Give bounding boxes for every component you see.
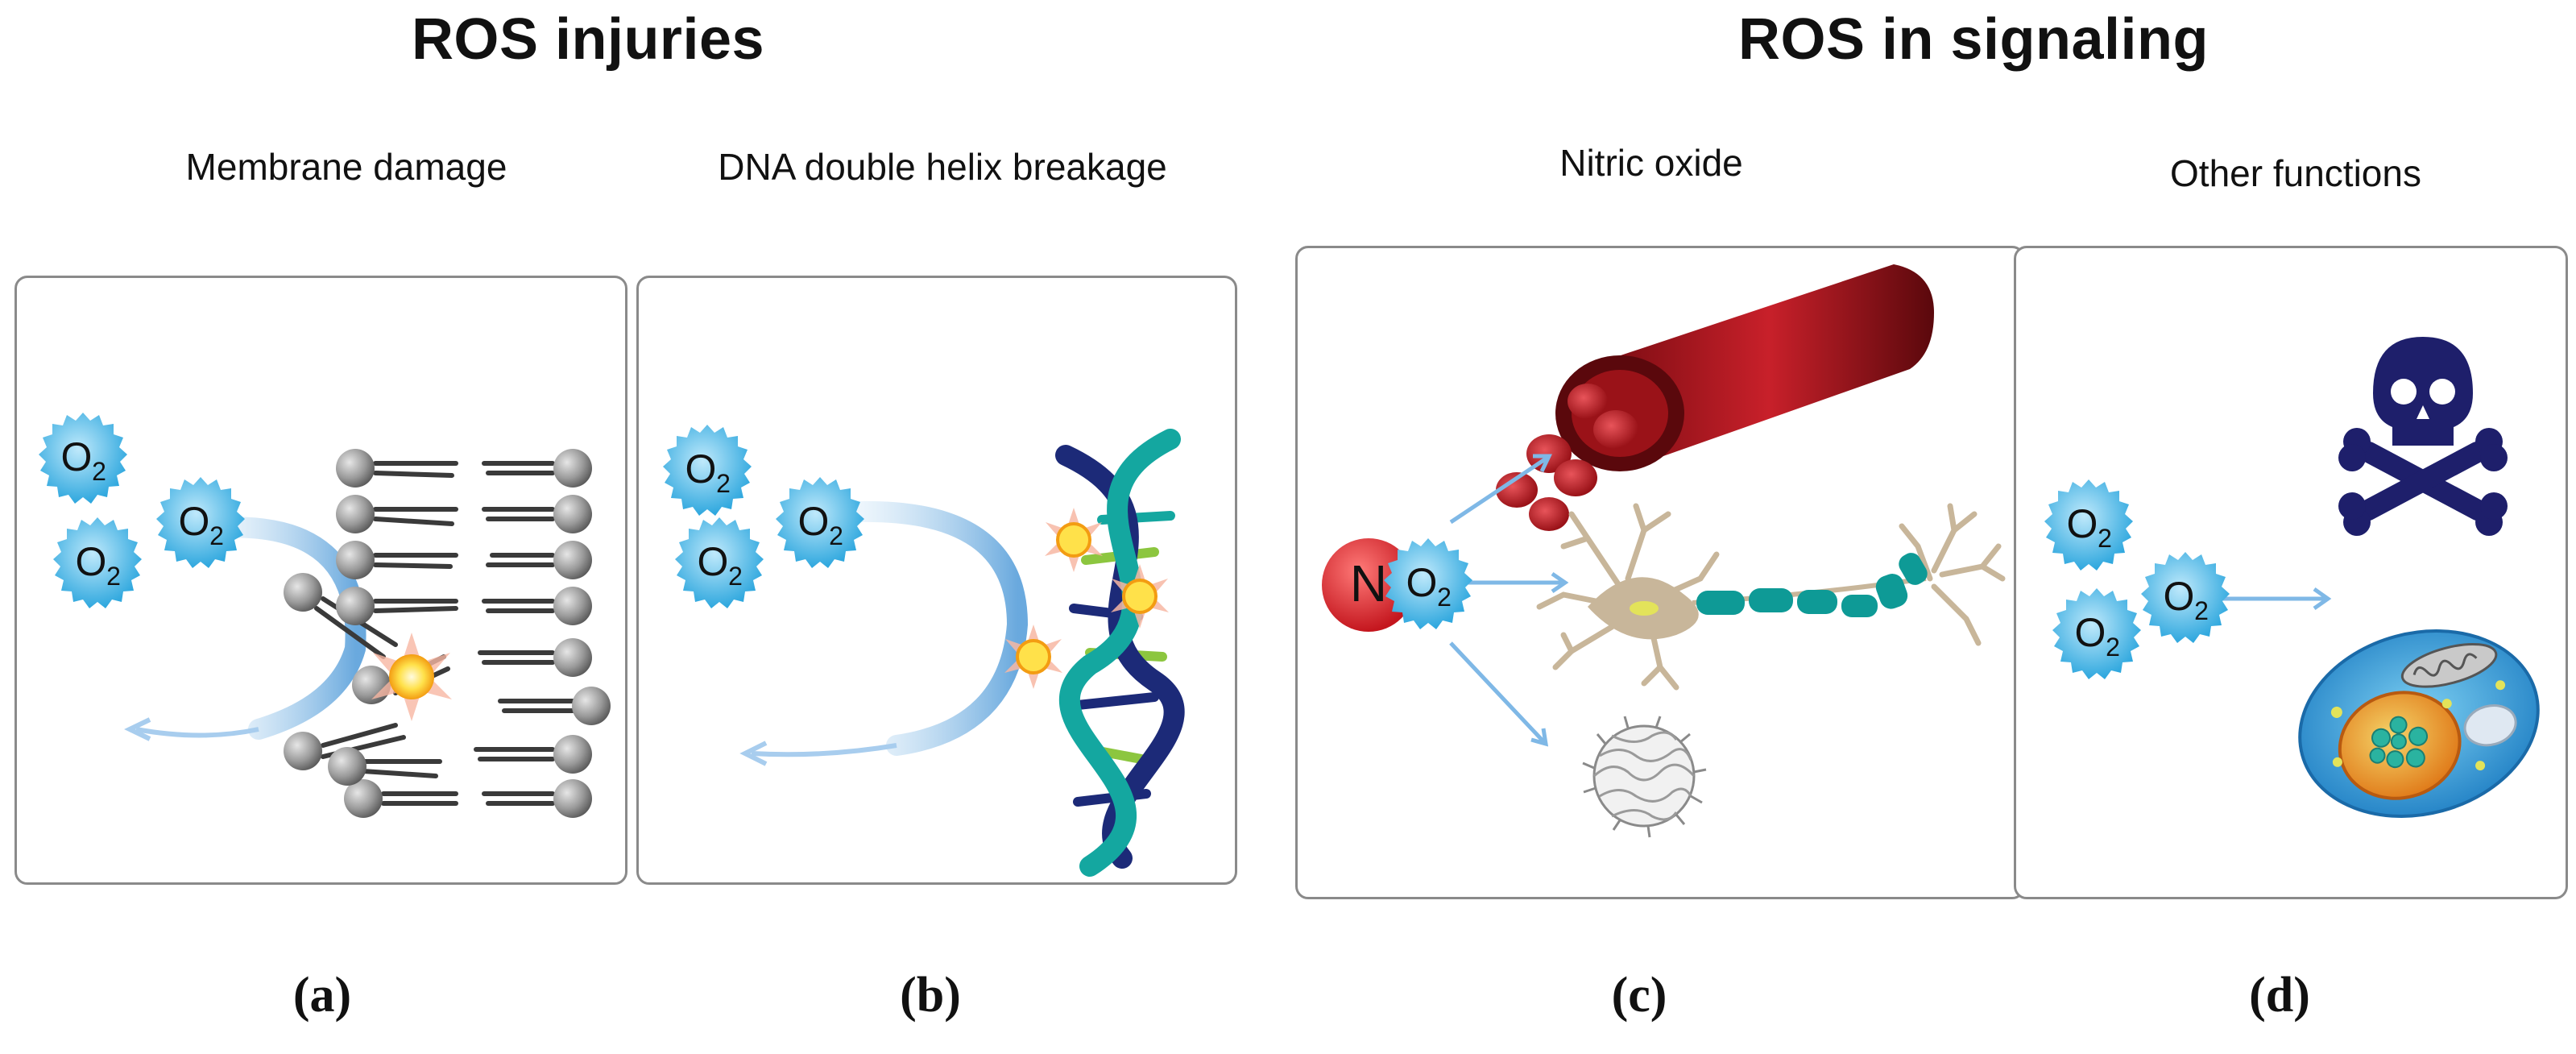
ros-trajectory-arrow bbox=[208, 517, 367, 740]
panel-b-subtitle: DNA double helix breakage bbox=[718, 146, 1167, 188]
lipid-bilayer bbox=[284, 449, 611, 818]
oxygen-molecule bbox=[53, 517, 142, 608]
ros-signaling-title: ROS in signaling bbox=[1737, 7, 2209, 72]
nitrogen-atom bbox=[1322, 538, 1415, 632]
myelin-sheath bbox=[1696, 553, 1928, 617]
nitric-oxide-molecule: N bbox=[1322, 538, 1415, 632]
oxygen-molecule bbox=[776, 477, 864, 568]
oxygen-molecule bbox=[663, 425, 752, 516]
panel-b-label: (b) bbox=[900, 968, 961, 1023]
panel-membrane-damage bbox=[14, 276, 627, 885]
oxidation-burst bbox=[371, 633, 452, 721]
panel-c-label: (c) bbox=[1611, 968, 1667, 1023]
signal-arrows bbox=[1449, 454, 1569, 747]
ros-trajectory-arrow bbox=[846, 500, 1029, 756]
panel-d-subtitle: Other functions bbox=[2170, 152, 2421, 194]
chromatin bbox=[2369, 716, 2429, 769]
dna-breakage-illustration bbox=[663, 425, 1185, 877]
oxidation-burst bbox=[1111, 564, 1169, 629]
other-functions-illustration bbox=[2044, 337, 2540, 818]
blood-vessel bbox=[1496, 264, 1934, 531]
dna-double-helix bbox=[1055, 429, 1185, 877]
nitrogen-symbol: N bbox=[1350, 554, 1387, 612]
signal-arrow bbox=[2209, 587, 2332, 611]
panel-dna-breakage bbox=[636, 276, 1237, 885]
neuron bbox=[1536, 503, 2006, 691]
nucleus bbox=[1630, 601, 1659, 616]
panel-a-label: (a) bbox=[292, 968, 352, 1023]
panel-nitric-oxide: N bbox=[1295, 246, 2025, 899]
oxygen-molecule bbox=[2044, 479, 2133, 571]
panel-c-subtitle: Nitric oxide bbox=[1559, 142, 1743, 184]
panel-d-label: (d) bbox=[2249, 968, 2310, 1023]
panel-other-functions bbox=[2014, 246, 2568, 899]
oxygen-molecule bbox=[675, 517, 764, 608]
oxidation-burst bbox=[1045, 508, 1103, 572]
membrane-damage-illustration bbox=[39, 413, 611, 818]
oxidation-burst bbox=[1004, 625, 1062, 689]
skull-crossbones-icon bbox=[2338, 337, 2508, 536]
ros-injuries-title: ROS injuries bbox=[411, 7, 765, 72]
oxygen-molecule bbox=[156, 477, 245, 568]
cell bbox=[2298, 629, 2540, 818]
nitric-oxide-illustration: N bbox=[1322, 264, 2006, 838]
oxygen-molecule bbox=[2052, 588, 2141, 679]
oxygen-molecule bbox=[39, 413, 127, 504]
panel-a-subtitle: Membrane damage bbox=[185, 146, 507, 188]
immune-cell bbox=[1582, 716, 1707, 838]
oxygen-molecule bbox=[2141, 552, 2230, 643]
